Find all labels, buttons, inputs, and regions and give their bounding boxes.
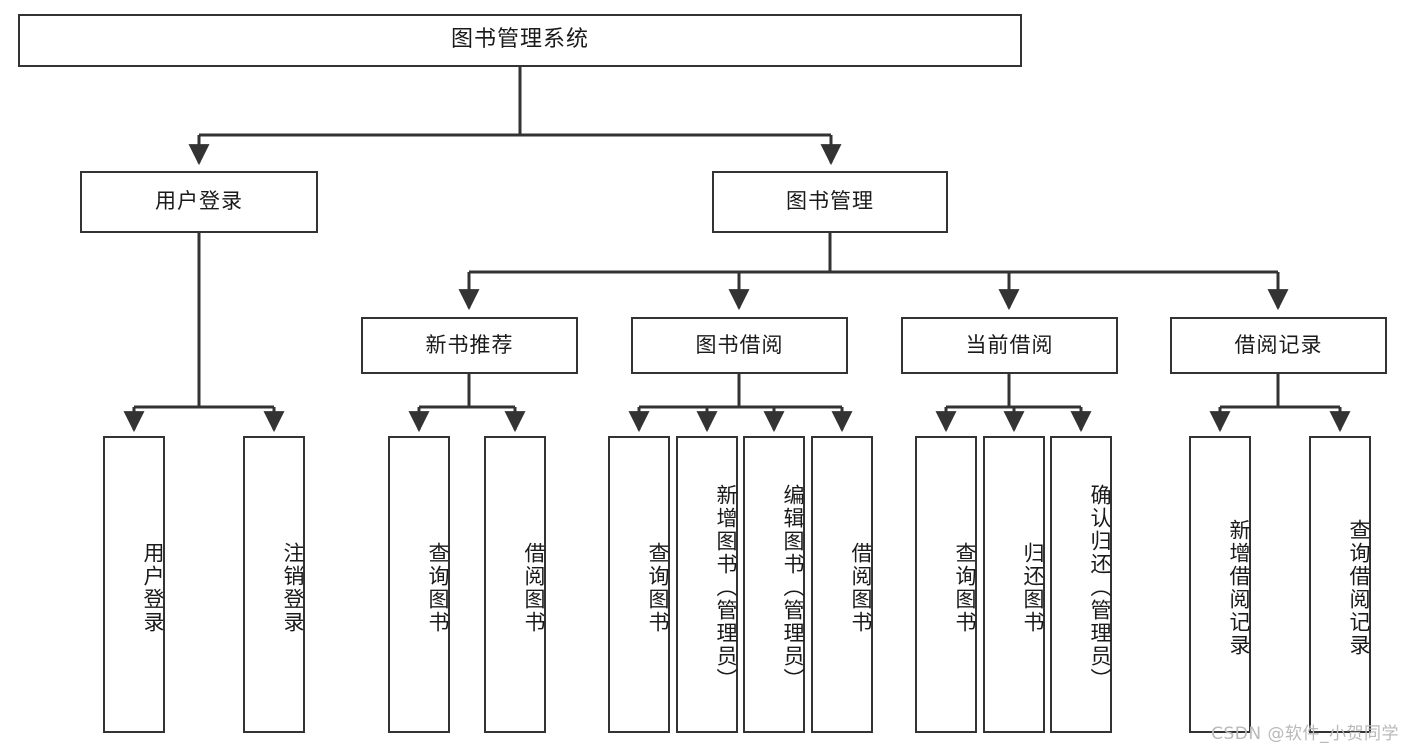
- leaf-query-book-recommend[interactable]: 查询图书: [388, 436, 450, 733]
- leaf-user-login[interactable]: 用户登录: [103, 436, 165, 733]
- node-label: 借阅记录: [1234, 332, 1323, 357]
- node-label: 查询图书: [953, 541, 977, 634]
- node-label: 编辑图书（管理员）: [781, 484, 805, 691]
- node-label: 图书借阅: [695, 332, 784, 357]
- node-user-login[interactable]: 用户登录: [80, 171, 318, 233]
- leaf-edit-book[interactable]: 编辑图书（管理员）: [743, 436, 805, 733]
- node-label: 确认归还（管理员）: [1088, 484, 1112, 691]
- node-current-borrow[interactable]: 当前借阅: [901, 317, 1118, 374]
- node-label: 图书管理系统: [450, 27, 589, 53]
- node-label: 查询图书: [426, 541, 450, 634]
- csdn-watermark: CSDN @软件_小贺同学: [1211, 724, 1399, 744]
- leaf-user-logout[interactable]: 注销登录: [243, 436, 305, 733]
- leaf-return-book[interactable]: 归还图书: [983, 436, 1045, 733]
- node-book-manage[interactable]: 图书管理: [712, 171, 948, 233]
- leaf-borrow-book-recommend[interactable]: 借阅图书: [484, 436, 546, 733]
- node-label: 查询图书: [646, 541, 670, 634]
- node-book-borrow[interactable]: 图书借阅: [631, 317, 848, 374]
- node-label: 图书管理: [786, 189, 874, 214]
- node-label: 借阅图书: [522, 541, 546, 634]
- leaf-query-book-borrow[interactable]: 查询图书: [608, 436, 670, 733]
- node-label: 用户登录: [155, 189, 243, 214]
- node-label: 归还图书: [1021, 541, 1045, 634]
- node-borrow-record[interactable]: 借阅记录: [1170, 317, 1387, 374]
- node-label: 当前借阅: [965, 332, 1054, 357]
- leaf-query-book-current[interactable]: 查询图书: [915, 436, 977, 733]
- node-label: 新书推荐: [425, 332, 514, 357]
- leaf-add-borrow-record[interactable]: 新增借阅记录: [1189, 436, 1251, 733]
- node-new-book-recommend[interactable]: 新书推荐: [361, 317, 578, 374]
- leaf-add-book[interactable]: 新增图书（管理员）: [676, 436, 738, 733]
- node-root-图书管理系统[interactable]: 图书管理系统: [18, 14, 1022, 67]
- leaf-query-borrow-record[interactable]: 查询借阅记录: [1309, 436, 1371, 733]
- leaf-borrow-book[interactable]: 借阅图书: [811, 436, 873, 733]
- node-label: 用户登录: [141, 541, 165, 634]
- node-label: 新增图书（管理员）: [714, 484, 738, 691]
- node-label: 新增借阅记录: [1227, 518, 1251, 657]
- leaf-confirm-return[interactable]: 确认归还（管理员）: [1050, 436, 1112, 733]
- node-label: 借阅图书: [849, 541, 873, 634]
- node-label: 注销登录: [281, 541, 305, 634]
- node-label: 查询借阅记录: [1347, 518, 1371, 657]
